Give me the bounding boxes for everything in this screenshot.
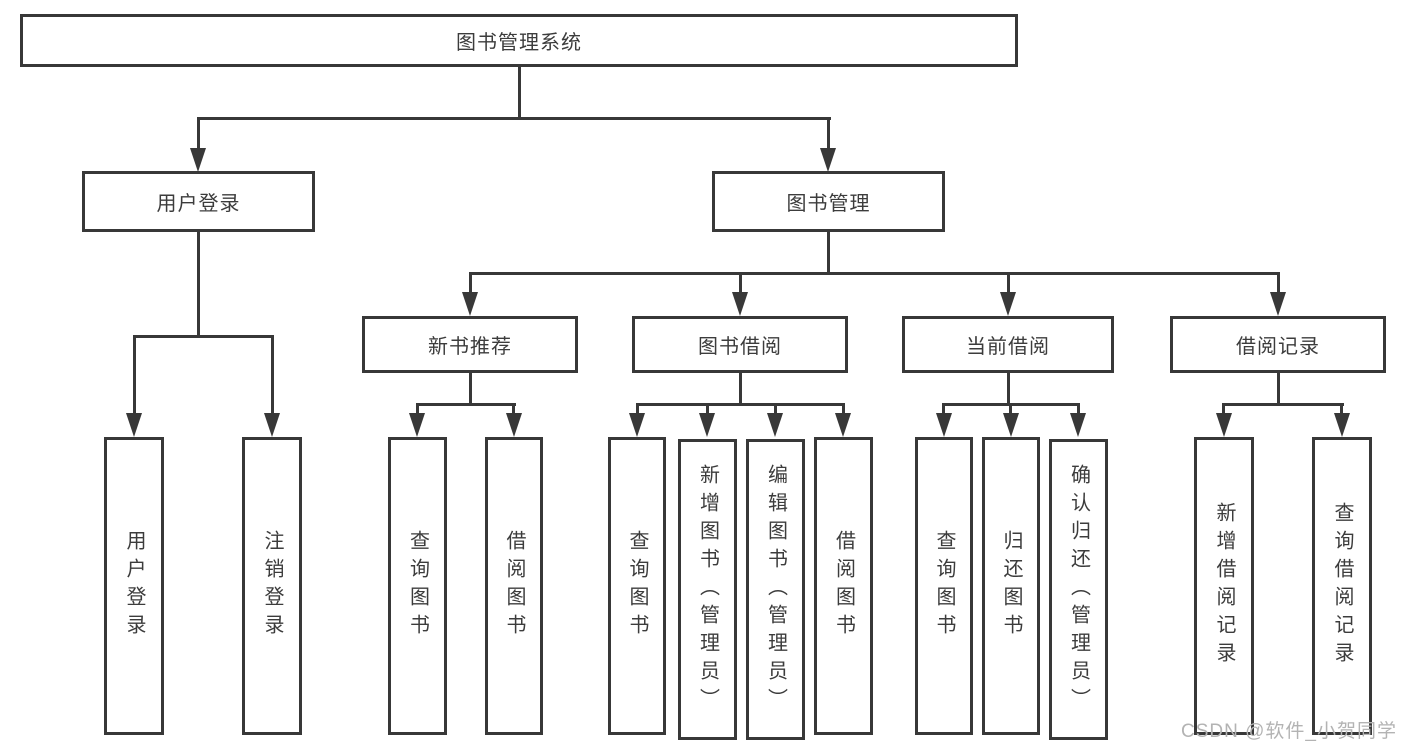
connector-line	[416, 403, 419, 415]
leaf-return-books: 归还图书	[982, 437, 1040, 735]
connector-line	[133, 335, 274, 338]
arrow-down-icon	[820, 148, 836, 172]
connector-line	[197, 232, 200, 338]
connector-line	[1277, 373, 1280, 406]
connector-line	[133, 335, 136, 415]
connector-line	[416, 403, 516, 406]
watermark-csdn: CSDN @软件_小贺同学	[1181, 721, 1397, 742]
connector-line	[271, 335, 274, 415]
arrow-down-icon	[1334, 413, 1350, 437]
arrow-down-icon	[732, 292, 748, 316]
leaf-label: 编辑图书（管理员）	[764, 463, 787, 716]
connector-line	[842, 403, 845, 415]
arrow-down-icon	[126, 413, 142, 437]
leaf-label: 归还图书	[1000, 530, 1022, 642]
arrow-down-icon	[506, 413, 522, 437]
connector-line	[1077, 403, 1080, 415]
leaf-label: 查询图书	[933, 530, 955, 642]
arrow-down-icon	[936, 413, 952, 437]
node-label: 图书管理系统	[456, 32, 582, 54]
connector-line	[197, 117, 200, 150]
connector-line	[197, 117, 831, 120]
arrow-down-icon	[264, 413, 280, 437]
arrow-down-icon	[1003, 413, 1019, 437]
leaf-label: 用户登录	[123, 530, 145, 642]
arrow-down-icon	[190, 148, 206, 172]
node-user-login: 用户登录	[82, 171, 315, 232]
connector-line	[1222, 403, 1225, 415]
node-library-management-system: 图书管理系统	[20, 14, 1018, 67]
connector-line	[1340, 403, 1343, 415]
connector-line	[706, 403, 709, 415]
node-label: 用户登录	[156, 193, 241, 215]
arrow-down-icon	[699, 413, 715, 437]
connector-line	[1222, 403, 1344, 406]
arrow-down-icon	[1000, 292, 1016, 316]
connector-line	[827, 232, 830, 275]
node-label: 当前借阅	[966, 336, 1050, 358]
arrow-down-icon	[1070, 413, 1086, 437]
connector-line	[512, 403, 515, 415]
leaf-user-login: 用户登录	[104, 437, 164, 735]
connector-line	[739, 272, 742, 294]
leaf-label: 注销登录	[261, 530, 283, 642]
leaf-confirm-return-admin: 确认归还（管理员）	[1049, 439, 1108, 740]
connector-line	[739, 373, 742, 406]
node-book-borrowing: 图书借阅	[632, 316, 848, 373]
node-label: 图书借阅	[698, 336, 782, 358]
arrow-down-icon	[462, 292, 478, 316]
leaf-label: 查询图书	[406, 530, 429, 642]
connector-line	[942, 403, 945, 415]
arrow-down-icon	[409, 413, 425, 437]
connector-line	[1009, 403, 1012, 415]
leaf-add-book-admin: 新增图书（管理员）	[678, 439, 737, 740]
node-new-book-recommendation: 新书推荐	[362, 316, 578, 373]
leaf-label: 确认归还（管理员）	[1067, 463, 1090, 716]
node-current-borrowing: 当前借阅	[902, 316, 1114, 373]
leaf-logout: 注销登录	[242, 437, 302, 735]
connector-line	[469, 272, 1280, 275]
connector-line	[1007, 373, 1010, 406]
node-label: 新书推荐	[428, 336, 512, 358]
leaf-label: 查询借阅记录	[1331, 502, 1353, 670]
arrow-down-icon	[767, 413, 783, 437]
leaf-label: 新增图书（管理员）	[696, 463, 719, 716]
node-label: 图书管理	[786, 193, 871, 215]
arrow-down-icon	[835, 413, 851, 437]
connector-line	[1277, 272, 1280, 294]
arrow-down-icon	[1216, 413, 1232, 437]
leaf-query-borrow-record: 查询借阅记录	[1312, 437, 1372, 735]
connector-line	[469, 272, 472, 294]
leaf-query-books-recommend: 查询图书	[388, 437, 447, 735]
leaf-add-borrow-record: 新增借阅记录	[1194, 437, 1254, 735]
arrow-down-icon	[629, 413, 645, 437]
leaf-borrow-books-recommend: 借阅图书	[485, 437, 543, 735]
leaf-edit-book-admin: 编辑图书（管理员）	[746, 439, 805, 740]
node-borrowing-records: 借阅记录	[1170, 316, 1386, 373]
leaf-query-books-borrowing: 查询图书	[608, 437, 666, 735]
connector-line	[827, 117, 830, 150]
arrow-down-icon	[1270, 292, 1286, 316]
connector-line	[518, 66, 521, 119]
connector-line	[1007, 272, 1010, 294]
connector-line	[774, 403, 777, 415]
node-book-management: 图书管理	[712, 171, 945, 232]
leaf-query-books-current: 查询图书	[915, 437, 973, 735]
node-label: 借阅记录	[1236, 336, 1320, 358]
connector-line	[636, 403, 639, 415]
leaf-label: 新增借阅记录	[1213, 502, 1235, 670]
leaf-label: 借阅图书	[832, 530, 855, 642]
connector-line	[469, 373, 472, 406]
connector-line	[636, 403, 845, 406]
leaf-borrow-books-borrowing: 借阅图书	[814, 437, 873, 735]
leaf-label: 借阅图书	[503, 530, 525, 642]
leaf-label: 查询图书	[626, 530, 648, 642]
